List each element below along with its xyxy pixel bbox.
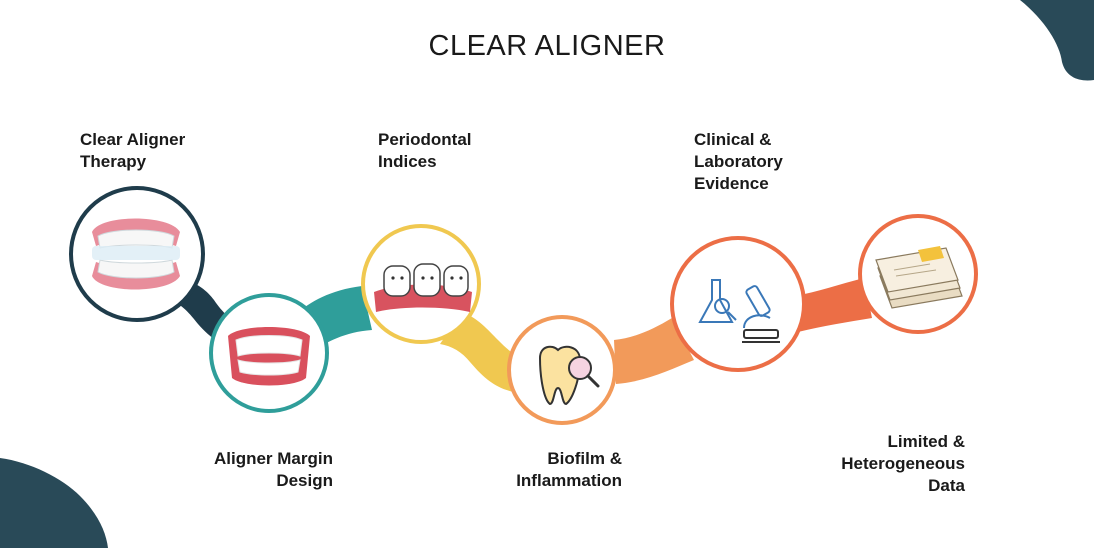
step-label-line: Limited & (887, 432, 965, 451)
aligner-teeth-icon (92, 218, 180, 290)
step-circle-5 (670, 236, 806, 372)
step-label-6: Limited & Heterogeneous Data (800, 431, 965, 497)
step-label-line: Clear Aligner (80, 130, 186, 149)
tooth-magnifier-icon (538, 345, 600, 406)
connector-band-5 (794, 278, 872, 332)
step-label-line: Evidence (694, 174, 769, 193)
step-label-line: Clinical & (694, 130, 772, 149)
connector-band-4 (614, 318, 694, 384)
document-stack-icon (875, 246, 963, 309)
step-label-1: Clear Aligner Therapy (80, 129, 185, 173)
step-label-3: Periodontal Indices (378, 129, 472, 173)
step-label-line: Biofilm & (547, 449, 622, 468)
step-label-line: Periodontal (378, 130, 472, 149)
connector-band-3 (440, 312, 520, 392)
step-label-line: Therapy (80, 152, 147, 171)
step-label-line: Aligner Margin (213, 449, 333, 468)
step-label-5: Clinical & Laboratory Evidence (694, 129, 783, 195)
step-label-line: Laboratory (694, 152, 783, 171)
lab-microscope-icon (698, 279, 780, 343)
step-label-line: Data (928, 476, 965, 495)
step-label-line: Inflammation (516, 471, 622, 490)
smile-teeth-icon (228, 327, 310, 386)
step-label-line: Indices (378, 152, 437, 171)
corner-blob-bottom-left (0, 458, 108, 548)
teeth-gum-icon (374, 263, 472, 312)
step-label-line: Heterogeneous (841, 454, 965, 473)
corner-blob-top-right (1020, 0, 1094, 81)
page-title: CLEAR ALIGNER (428, 30, 666, 62)
step-label-line: Design (276, 471, 333, 490)
step-label-2: Aligner Margin Design (190, 448, 333, 492)
step-label-4: Biofilm & Inflammation (480, 448, 622, 492)
